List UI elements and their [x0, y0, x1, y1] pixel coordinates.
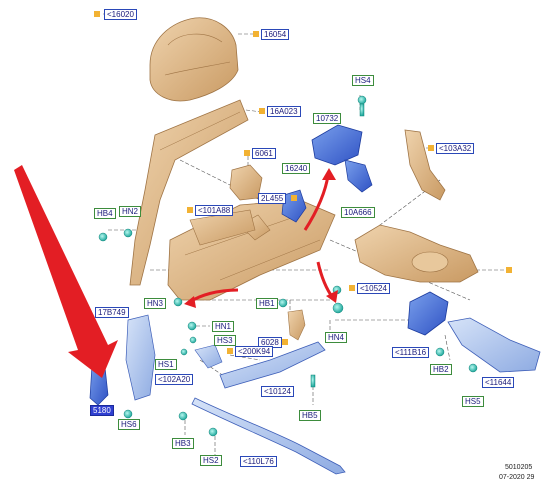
label-101A88[interactable]: <101A88 [195, 205, 234, 216]
label-16240[interactable]: 16240 [282, 163, 311, 174]
callout-square-6061 [244, 150, 250, 156]
label-HS3[interactable]: HS3 [214, 335, 236, 346]
label-HS6[interactable]: HS6 [118, 419, 140, 430]
callout-square-right [506, 267, 512, 273]
label-10124[interactable]: <10124 [261, 386, 294, 397]
bracket-16240-part [281, 189, 307, 223]
callout-square-103A32 [428, 145, 434, 151]
label-111B16[interactable]: <111B16 [392, 347, 430, 358]
label-HS1[interactable]: HS1 [155, 359, 177, 370]
callout-square-16054 [253, 31, 259, 37]
label-HB3[interactable]: HB3 [172, 438, 194, 449]
label-10A666[interactable]: 10A666 [341, 207, 375, 218]
label-HB2[interactable]: HB2 [430, 364, 452, 375]
bracket-10A666-part [344, 159, 373, 193]
callout-square-16020 [94, 11, 100, 17]
label-HS4[interactable]: HS4 [352, 75, 374, 86]
red-callout-arrows [14, 165, 338, 378]
label-5180[interactable]: 5180 [90, 405, 114, 416]
label-2L455[interactable]: 2L455 [258, 193, 287, 204]
label-6061[interactable]: 6061 [252, 148, 276, 159]
upper-rail-part [129, 99, 249, 286]
label-HN3[interactable]: HN3 [144, 298, 167, 309]
label-HS2[interactable]: HS2 [200, 455, 222, 466]
diagram-code: 5010205 [505, 464, 533, 471]
bracket-6028-part [287, 309, 306, 341]
callout-square-101A88 [187, 207, 193, 213]
bracket-111B16-part [407, 291, 449, 336]
label-110L76[interactable]: <110L76 [240, 456, 277, 467]
callout-square-200K94 [227, 348, 233, 354]
callout-square-2L455 [291, 195, 297, 201]
label-HB5[interactable]: HB5 [299, 410, 321, 421]
label-HS5[interactable]: HS5 [462, 396, 484, 407]
label-HN1[interactable]: HN1 [212, 321, 235, 332]
label-10524[interactable]: <10524 [357, 283, 390, 294]
label-HB1[interactable]: HB1 [256, 298, 278, 309]
callout-square-16A023 [259, 108, 265, 114]
crossmember-11644-part [447, 317, 541, 373]
bracket-200K94-part [194, 344, 223, 369]
label-HN2[interactable]: HN2 [119, 206, 142, 217]
label-16020[interactable]: <16020 [104, 9, 137, 20]
diagram-date: 07-2020 29 [499, 474, 535, 481]
shock-tower-part [149, 17, 239, 102]
label-102A20[interactable]: <102A20 [155, 374, 194, 385]
label-16A023[interactable]: 16A023 [267, 106, 301, 117]
label-HN4[interactable]: HN4 [325, 332, 348, 343]
callout-square-6028 [282, 339, 288, 345]
label-10732[interactable]: 10732 [313, 113, 342, 124]
bracket-17B749-part [125, 314, 156, 401]
apron-part [404, 129, 446, 201]
callout-square-10524 [349, 285, 355, 291]
bar-10124-part [219, 341, 326, 389]
tie-rod-110L76-part [191, 397, 346, 475]
rear-rail-assembly-part [354, 224, 479, 283]
label-17B749[interactable]: 17B749 [95, 307, 129, 318]
fasteners [98, 95, 478, 437]
label-HB4[interactable]: HB4 [94, 208, 116, 219]
label-16054[interactable]: 16054 [261, 29, 290, 40]
label-200K94[interactable]: <200K94 [235, 346, 274, 357]
label-103A32[interactable]: <103A32 [436, 143, 475, 154]
bracket-10732-part [311, 124, 363, 166]
label-11644[interactable]: <11644 [482, 377, 515, 388]
